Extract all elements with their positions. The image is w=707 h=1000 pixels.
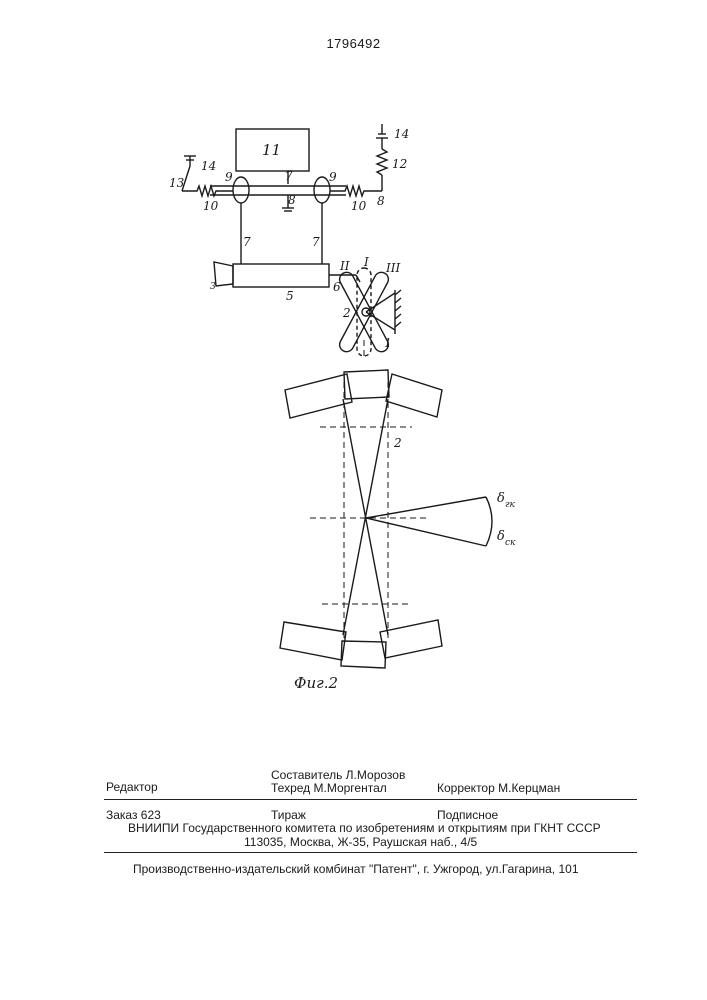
svg-text:9: 9	[329, 170, 337, 184]
svg-text:2: 2	[342, 306, 351, 320]
svg-text:8: 8	[377, 194, 385, 208]
label-11: 11	[262, 141, 281, 159]
subscription-label: Подписное	[437, 808, 498, 822]
address-line: 113035, Москва, Ж-35, Раушская наб., 4/5	[244, 835, 477, 849]
corrector: Корректор М.Керцман	[437, 781, 560, 795]
block-5	[233, 264, 329, 287]
svg-text:1: 1	[384, 336, 392, 350]
svg-text:13: 13	[169, 176, 185, 190]
svg-text:3: 3	[210, 282, 216, 292]
publisher-line: Производственно-издательский комбинат "П…	[133, 862, 579, 876]
svg-text:9: 9	[225, 170, 233, 184]
svg-text:8: 8	[288, 193, 296, 207]
svg-text:14: 14	[394, 127, 409, 141]
techred: Техред М.Моргентал	[271, 781, 387, 795]
svg-text:ск: ск	[505, 538, 516, 548]
element-9-right	[314, 177, 330, 203]
svg-text:II: II	[339, 259, 350, 273]
svg-text:10: 10	[351, 199, 367, 213]
svg-text:12: 12	[392, 157, 407, 171]
divider-1	[104, 799, 637, 800]
circulation-label: Тираж	[271, 808, 306, 822]
svg-text:14: 14	[201, 159, 216, 173]
svg-text:10: 10	[203, 199, 219, 213]
svg-text:7: 7	[285, 169, 293, 183]
svg-text:гк: гк	[505, 500, 516, 510]
divider-2	[104, 852, 637, 853]
editor-label: Редактор	[106, 780, 158, 794]
svg-text:7: 7	[312, 235, 320, 249]
order-number: Заказ 623	[106, 808, 161, 822]
svg-text:6: 6	[333, 280, 341, 294]
svg-text:2: 2	[393, 436, 402, 450]
figure-caption: Фиг.2	[294, 674, 338, 692]
svg-text:III: III	[385, 261, 400, 275]
institute-line: ВНИИПИ Государственного комитета по изоб…	[128, 821, 601, 835]
svg-text:I: I	[363, 255, 369, 269]
svg-text:7: 7	[243, 235, 251, 249]
element-9-left	[233, 177, 249, 203]
svg-text:δ: δ	[497, 529, 505, 544]
svg-text:δ: δ	[497, 491, 505, 506]
svg-text:5: 5	[286, 289, 294, 303]
compiler: Составитель Л.Морозов	[271, 768, 405, 782]
